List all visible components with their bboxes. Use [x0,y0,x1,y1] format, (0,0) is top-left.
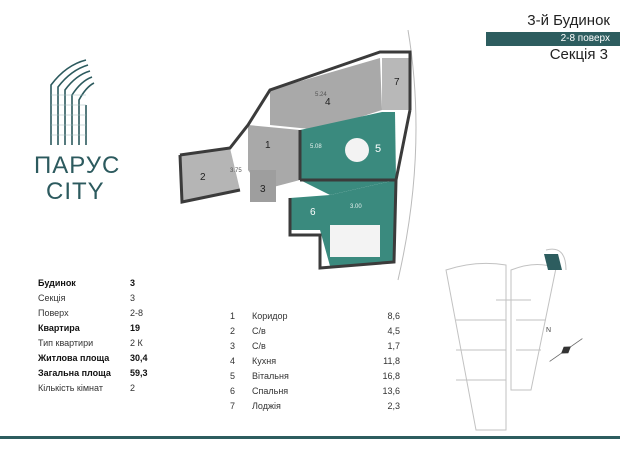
plan-label-6: 6 [310,207,316,218]
logo-text-parus: ПАРУС [34,152,121,179]
logo-building-icon [50,59,95,145]
info-label: Секція [38,293,66,303]
plan-dim-bedroom: 3.00 [350,204,362,210]
room-number: 1 [230,311,236,321]
info-label: Будинок [38,278,76,288]
info-value: 30,4 [130,353,148,363]
room-area: 4,5 [387,326,400,336]
logo-text-city: CITY [46,178,105,205]
room-number: 2 [230,326,236,336]
info-label: Загальна площа [38,368,111,378]
room-row: 2 С/в 4,5 [230,324,400,339]
room-bathroom-2 [180,148,240,202]
info-value: 2 [130,383,136,393]
room-row: 7 Лоджія 2,3 [230,399,400,414]
room-number: 5 [230,371,236,381]
room-area: 2,3 [387,401,400,411]
room-name: Лоджія [252,401,281,411]
room-number: 6 [230,386,236,396]
info-row: Загальна площа 59,3 [38,366,198,381]
room-area: 1,7 [387,341,400,351]
info-value: 2 К [130,338,143,348]
room-row: 1 Коридор 8,6 [230,309,400,324]
plan-dim-bath: 3.75 [230,168,242,174]
info-row: Секція 3 [38,291,198,306]
plan-label-1: 1 [265,140,271,151]
section-title: Секція 3 [549,46,608,63]
info-row: Будинок 3 [38,276,198,291]
room-row: 4 Кухня 11,8 [230,354,400,369]
footer-rule [0,436,620,439]
room-area: 11,8 [383,356,400,366]
room-area: 8,6 [387,311,400,321]
info-label: Тип квартири [38,338,94,348]
info-value: 19 [130,323,141,333]
info-row: Квартира 19 [38,321,198,336]
building-title: 3-й Будинок [527,12,610,29]
plan-label-7: 7 [394,77,400,88]
room-number: 3 [230,341,236,351]
room-area: 16,8 [382,371,400,381]
room-name: С/в [252,326,266,336]
info-label: Квартира [38,323,80,333]
room-name: Вітальня [252,371,289,381]
info-label: Кількість кімнат [38,383,103,393]
info-value: 59,3 [130,368,148,378]
room-row: 5 Вітальня 16,8 [230,369,400,384]
info-value: 2-8 [130,308,144,318]
plan-dim-living: 5.08 [310,144,322,150]
room-name: С/в [252,341,266,351]
floor-band [486,32,620,46]
info-label: Житлова площа [38,353,110,363]
room-row: 3 С/в 1,7 [230,339,400,354]
room-name: Коридор [252,311,288,321]
plan-label-5: 5 [375,143,381,155]
room-name: Спальня [252,386,289,396]
info-value: 3 [130,293,136,303]
room-number: 7 [230,401,236,411]
room-row: 6 Спальня 13,6 [230,384,400,399]
plan-label-3: 3 [260,184,266,195]
room-loggia [382,58,410,110]
room-kitchen [270,58,382,130]
plan-label-2: 2 [200,172,206,183]
info-value: 3 [130,278,136,288]
room-number: 4 [230,356,236,366]
floor-range: 2-8 поверх [560,33,610,44]
info-row: Житлова площа 30,4 [38,351,198,366]
svg-text:N: N [546,327,551,334]
info-row: Поверх 2-8 [38,306,198,321]
info-row: Тип квартири 2 К [38,336,198,351]
plan-label-4: 4 [325,97,331,108]
floor-plan[interactable]: 1 2 3 4 5 6 7 5.24 3.75 5.08 3.00 [170,30,440,290]
room-name: Кухня [252,356,277,366]
selected-section-icon [544,254,562,270]
info-label: Поверх [38,308,69,318]
site-minimap: N [445,248,583,431]
info-row: Кількість кімнат 2 [38,381,198,396]
plan-dim-kitchen: 5.24 [315,92,327,98]
room-bathroom-3 [250,170,276,202]
room-area: 13,6 [382,386,400,396]
